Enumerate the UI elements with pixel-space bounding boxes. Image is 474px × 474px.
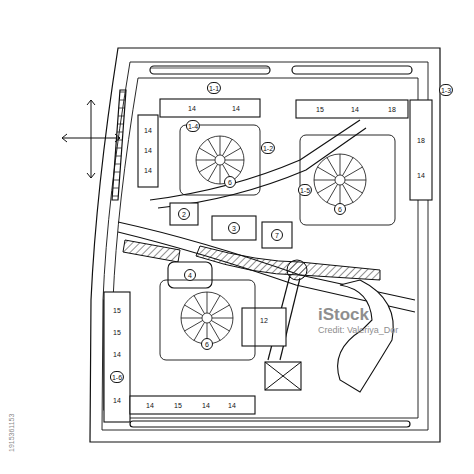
playground-spoke [207,292,208,313]
callout-number: 2 [178,208,190,220]
floor-count: 14 [201,402,211,409]
floor-count: 14 [112,351,122,358]
watermark: iStock [318,306,369,323]
buildings [104,99,432,422]
roundabout [287,260,307,280]
playground-spoke [220,136,221,155]
floor-count: 14 [231,105,241,112]
playground-circle [181,292,233,344]
floor-count: 14 [227,402,237,409]
roads [90,48,440,442]
playground-spoke [225,160,244,161]
floor-count: 12 [259,317,269,324]
floor-count: 14 [145,402,155,409]
playground-spoke [327,157,338,175]
compass [62,100,120,178]
playground-circle [196,136,244,184]
floor-count: 15 [112,329,122,336]
playground-spoke [208,164,218,180]
playground-spoke [327,184,338,202]
playground-spoke [317,167,335,178]
playground-spoke [340,154,341,175]
floor-count: 18 [416,137,426,144]
playground-spoke [199,148,215,158]
image-id: 1915361153 [8,414,15,452]
floor-count: 18 [387,106,397,113]
callout-number: 6 [201,338,213,350]
callout-number: 4 [184,269,196,281]
floor-count: 15 [315,106,325,113]
playground-spoke [343,157,354,175]
watermark-credit: Credit: Valeriya_Dor [318,326,398,335]
playground-spoke [194,322,205,340]
playground-center [215,155,225,165]
playground-spoke [184,305,202,316]
floor-count: 14 [350,106,360,113]
playground-spoke [314,180,335,181]
parking-cross [265,362,301,390]
playground-spoke [196,160,215,161]
playground-spoke [343,184,354,202]
playground-spoke [194,295,205,313]
floor-count: 15 [173,402,183,409]
callout-number: 6 [224,176,236,188]
playground-spoke [224,148,240,158]
playground-circle [314,154,366,206]
courtyards [160,125,395,360]
playground-spoke [223,139,233,155]
playground-center [335,175,345,185]
playground-spoke [344,167,362,178]
playground-spoke [210,322,221,340]
callout-number: 1-4 [186,120,200,132]
hatched-band [123,240,180,262]
callout-number: 1-6 [110,371,124,383]
callout-number: 1-5 [298,184,312,196]
playground-spoke [208,139,218,155]
floor-count: 14 [416,172,426,179]
floor-count: 15 [112,307,122,314]
playground-spoke [181,318,202,319]
playground-spoke [199,163,215,173]
floor-count: 14 [143,127,153,134]
callout-number: 6 [334,203,346,215]
floor-count: 14 [143,147,153,154]
playground-spoke [224,163,240,173]
playground-spoke [212,318,233,319]
callout-number: 1-2 [261,142,275,154]
hatched-band [196,246,380,280]
floor-count: 14 [143,167,153,174]
callout-number: 1-1 [207,82,221,94]
playground-center [202,313,212,323]
playground-spoke [211,305,229,316]
playground-spoke [211,321,229,332]
playground-spoke [210,295,221,313]
playground-spoke [317,183,335,194]
playground-spoke [220,165,221,184]
callout-number: 1-3 [439,84,453,96]
playground-spoke [184,321,202,332]
callout-number: 3 [228,222,240,234]
playground-spoke [345,180,366,181]
floor-count: 14 [187,105,197,112]
floor-count: 14 [112,397,122,404]
playground-spoke [344,183,362,194]
callout-number: 7 [271,229,283,241]
